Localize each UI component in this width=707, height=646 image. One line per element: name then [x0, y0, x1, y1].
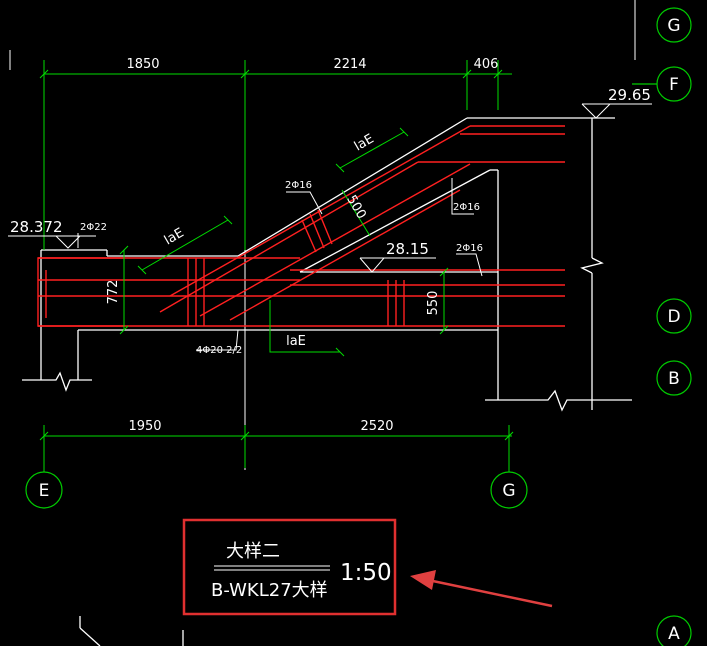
grid-bubbles [25, 7, 692, 646]
dim-bottom-1950: 1950 [128, 419, 161, 434]
pointer-arrow [410, 570, 553, 608]
grid-bubble-g-bottom [490, 471, 528, 509]
dim-slope-depth: 500 [343, 193, 368, 222]
dimension-lines [39, 60, 514, 472]
dim-lae-left: laE [162, 226, 187, 249]
grid-bubble-a [656, 615, 692, 646]
grid-label-e: E [39, 481, 50, 501]
title-main: 大样二 [226, 541, 280, 562]
grid-bubble-d [656, 298, 692, 334]
rebar-label-right-lower: 2Φ16 [456, 243, 483, 254]
rebar-label-right-upper: 2Φ16 [453, 202, 480, 213]
elevation-left: 28.372 [10, 218, 63, 236]
grid-label-g-top: G [667, 16, 680, 36]
elevation-middle: 28.15 [386, 240, 429, 258]
grid-bubble-g-top [656, 7, 692, 43]
grid-label-f: F [669, 75, 679, 95]
dim-top-1850: 1850 [126, 57, 159, 72]
grid-label-a: A [668, 624, 680, 644]
grid-label-d: D [667, 307, 680, 327]
title-highlight-box [182, 518, 397, 616]
title-sub: B-WKL27大样 [211, 580, 328, 601]
elevation-right: 29.65 [608, 86, 651, 104]
dim-bottom-2520: 2520 [360, 419, 393, 434]
title-block: 大样二 B-WKL27大样 1:50 [182, 518, 397, 616]
dim-top-2214: 2214 [333, 57, 366, 72]
grid-bubble-e [25, 471, 63, 509]
grid-label-b: B [668, 369, 680, 389]
rebar-label-bottom: 4Φ20 2/2 [196, 345, 242, 356]
drawing-scale: 1:50 [340, 560, 392, 586]
dim-lae-bottom: laE [286, 334, 306, 349]
concrete-outline [9, 0, 636, 646]
dim-lae-slope: laE [352, 132, 377, 155]
rebar-label-slope: 2Φ16 [285, 180, 312, 191]
grid-bubble-b [656, 360, 692, 396]
dim-beam-depth-right: 550 [426, 291, 441, 316]
rebar-lines [37, 125, 565, 327]
grid-label-g-bottom: G [502, 481, 515, 501]
rebar-label-top-left: 2Φ22 [80, 222, 107, 233]
annotation-leaders [8, 103, 652, 351]
dim-beam-depth-left: 772 [106, 280, 121, 305]
dim-top-406: 406 [474, 57, 499, 72]
